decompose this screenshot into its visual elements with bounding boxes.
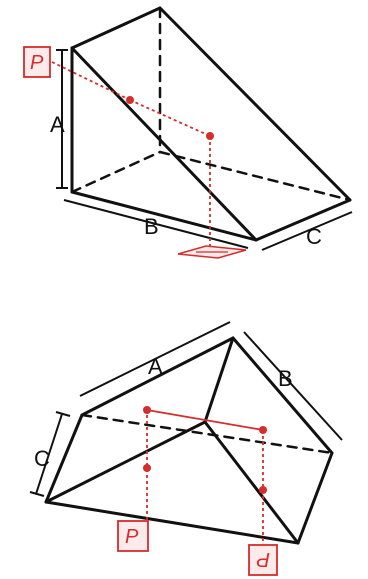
hidden-edge — [158, 150, 352, 202]
reflected-ray — [129, 99, 211, 137]
dimension-line-c — [261, 211, 353, 251]
ray-point — [143, 406, 151, 414]
prism-edge — [296, 451, 334, 545]
ray-point — [259, 486, 267, 494]
prism-edge — [70, 190, 258, 242]
dimension-line-a — [79, 321, 231, 397]
prism-edge — [80, 336, 235, 417]
prism-edge — [70, 6, 162, 50]
prism-edge — [203, 420, 300, 545]
ray-point — [259, 426, 267, 434]
dimension-line-b — [63, 199, 249, 249]
input-image-mark: P — [125, 526, 139, 548]
output-image-mark: P — [256, 548, 270, 570]
right-angle-prism-bottom: A B C P P — [29, 321, 343, 576]
ray-point — [206, 132, 214, 140]
prism-edge — [231, 336, 334, 455]
label-a: A — [50, 112, 65, 137]
prism-edge — [254, 198, 352, 242]
prism-edge — [44, 500, 300, 545]
ray-point — [143, 464, 151, 472]
label-c: C — [306, 224, 322, 249]
dimension-tick — [29, 491, 45, 497]
label-b: B — [144, 214, 159, 239]
ray-point — [126, 96, 134, 104]
hidden-edge — [80, 413, 334, 455]
prism-edge — [70, 46, 258, 242]
label-c: C — [34, 446, 50, 471]
incident-ray — [51, 61, 131, 101]
hidden-edge — [70, 150, 162, 194]
prism-edge — [203, 336, 235, 424]
label-b: B — [278, 366, 293, 391]
dimension-line-c — [35, 413, 63, 495]
input-image-mark: P — [30, 52, 44, 74]
label-a: A — [148, 354, 163, 379]
dimension-tick — [55, 411, 71, 417]
right-angle-prism-top: A B C P — [23, 6, 353, 259]
input-image-tag — [117, 520, 149, 552]
output-image-tag — [248, 544, 278, 576]
prism-edge — [158, 6, 352, 202]
reflected-ray — [146, 409, 264, 431]
prism-edge — [44, 420, 207, 504]
dimension-line-b — [243, 331, 343, 441]
prism-edge — [44, 413, 84, 504]
input-image-tag — [23, 46, 51, 78]
